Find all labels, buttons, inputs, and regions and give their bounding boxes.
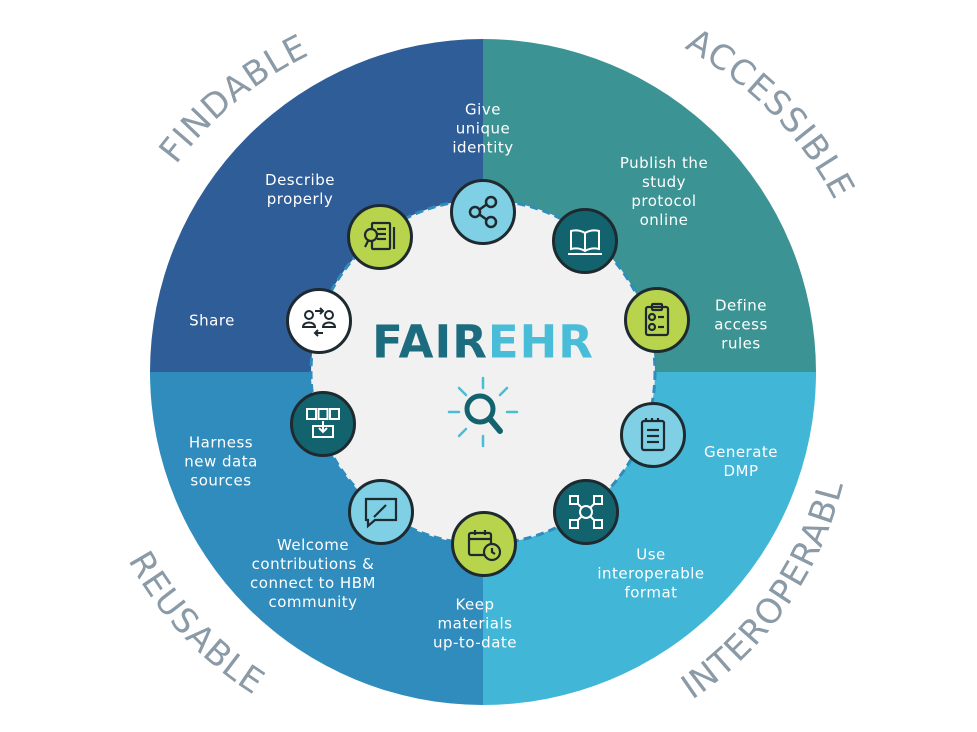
document-magnifier-icon xyxy=(347,204,413,270)
page-title: FAIREHR xyxy=(372,316,594,369)
step-label-generate-dmp: Generate DMP xyxy=(703,443,779,480)
step-label-welcome-contributions: Welcome contributions & connect to HBM c… xyxy=(250,536,376,611)
data-sources-icon xyxy=(290,391,356,457)
step-label-describe-properly: Describe properly xyxy=(265,171,335,208)
checklist-clipboard-icon xyxy=(624,287,690,353)
open-book-laptop-icon xyxy=(552,208,618,274)
step-label-keep-materials: Keep materials up-to-date xyxy=(432,595,518,652)
notepad-list-icon xyxy=(620,402,686,468)
network-gear-icon xyxy=(553,479,619,545)
chat-pencil-icon xyxy=(348,479,414,545)
search-icon xyxy=(447,376,519,448)
step-label-share: Share xyxy=(189,311,235,330)
step-label-publish-protocol: Publish the study protocol online xyxy=(619,154,709,229)
calendar-clock-icon xyxy=(451,511,517,577)
people-exchange-icon xyxy=(286,288,352,354)
share-network-icon xyxy=(450,179,516,245)
step-label-harness-sources: Harness new data sources xyxy=(184,433,258,490)
step-label-define-access: Define access rules xyxy=(714,296,768,353)
step-label-give-identity: Give unique identity xyxy=(452,100,514,157)
step-label-use-interoperable: Use interoperable format xyxy=(597,545,705,602)
title-fair: FAIR xyxy=(372,315,488,369)
title-ehr: EHR xyxy=(487,315,594,369)
